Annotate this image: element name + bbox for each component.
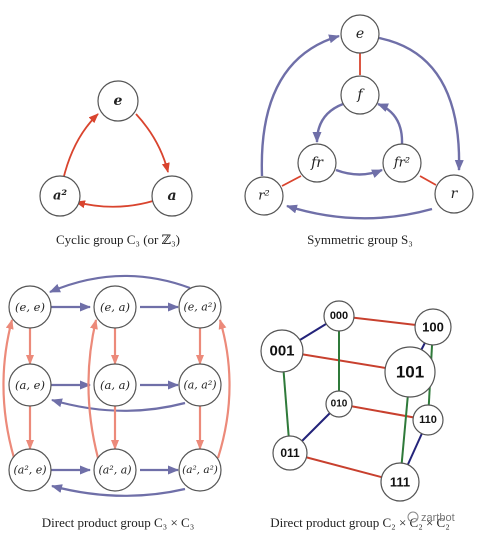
- edge-e-to-r: [378, 36, 464, 171]
- edge-r-to-r2: [286, 204, 433, 220]
- node-ea-label: (e, a): [100, 300, 130, 314]
- node-fr-label: fr: [310, 155, 324, 171]
- node-ae-label: (a, e): [15, 378, 45, 392]
- watermark-text: zartbot: [421, 512, 455, 524]
- edge-a2a2-a2e: [51, 484, 186, 497]
- edge-ea2-ee: [49, 274, 191, 294]
- node-ee-label: (e, e): [15, 300, 45, 314]
- wechat-icon: [407, 511, 419, 523]
- node-aa2: [178, 363, 222, 407]
- node-e: [340, 14, 380, 54]
- node-f-label: f: [356, 87, 365, 103]
- edge-fr2-to-f: [377, 102, 404, 145]
- node-e-label: e: [114, 93, 123, 109]
- node-ea: [93, 285, 137, 329]
- edge-fr-to-fr2: [335, 168, 383, 178]
- node-a2a2: [178, 448, 222, 492]
- node-110: [412, 404, 444, 436]
- node-000: [323, 300, 355, 332]
- node-000-label: 000: [330, 310, 348, 322]
- node-011-label: 011: [280, 446, 300, 460]
- node-r2: [244, 176, 284, 216]
- product33-caption: Direct product group C₃ × C₃: [42, 515, 195, 530]
- node-001: [260, 329, 304, 373]
- node-ea2: [178, 285, 222, 329]
- node-001-label: 001: [269, 343, 294, 360]
- node-a2a2-label: (a², a²): [182, 464, 218, 476]
- node-100: [414, 308, 452, 346]
- product-c3xc3-diagram: (e, e) (e, a) (e, a²) (a, e) (a, a) (a, …: [2, 274, 231, 530]
- edge-a-to-a2: [75, 200, 154, 209]
- node-r-label: r: [451, 186, 459, 202]
- edge-aa2-ae: [51, 398, 186, 412]
- node-a2-label: a²: [53, 189, 67, 204]
- node-010: [325, 390, 353, 418]
- node-111-label: 111: [390, 475, 410, 490]
- node-a2: [39, 175, 81, 217]
- edge-e-to-a: [135, 113, 170, 173]
- node-f: [340, 75, 380, 115]
- node-aa-label: (a, a): [100, 378, 130, 392]
- node-ea2-label: (e, a²): [183, 301, 216, 314]
- node-a: [151, 175, 193, 217]
- node-101-label: 101: [396, 363, 424, 382]
- node-a-label: a: [167, 188, 176, 204]
- node-e-label: e: [356, 26, 364, 42]
- node-101: [384, 346, 436, 398]
- symmetric-caption: Symmetric group S₃: [307, 232, 413, 247]
- node-aa2-label: (a, a²): [183, 379, 216, 392]
- link-fr-r2: [281, 175, 302, 187]
- cube-caption: Direct product group C₂ × C₂ × C₂: [270, 515, 450, 530]
- node-a2a: [93, 448, 137, 492]
- node-111: [380, 462, 420, 502]
- watermark: zartbot: [407, 511, 455, 524]
- node-r2-label: r²: [258, 189, 269, 204]
- node-fr2: [382, 143, 422, 183]
- link-fr2-r: [419, 175, 437, 186]
- edge-f-to-fr: [312, 102, 344, 143]
- node-110-label: 110: [419, 414, 437, 426]
- edge-a2a-ea: [87, 319, 100, 459]
- node-ee: [8, 285, 52, 329]
- symmetric-group-diagram: e f fr fr² r² r Symmetric group S₃: [244, 14, 474, 247]
- node-011: [272, 435, 308, 471]
- node-r: [434, 174, 474, 214]
- node-a2e: [8, 448, 52, 492]
- node-fr2-label: fr²: [393, 156, 410, 171]
- node-e: [97, 80, 139, 122]
- node-a2a-label: (a², a): [98, 464, 131, 477]
- edge-r2-to-e: [260, 34, 340, 177]
- node-010-label: 010: [331, 399, 348, 410]
- node-a2e-label: (a², e): [13, 464, 46, 477]
- edge-a2a2-ea2: [216, 319, 231, 459]
- cyclic-group-diagram: e a a² Cyclic group C₃ (or ℤ₃): [39, 80, 193, 247]
- node-fr: [297, 143, 337, 183]
- node-ae: [8, 363, 52, 407]
- cube-c2xc2xc2-diagram: 000 100 001 101 010 110 011 111 Direct p…: [260, 300, 452, 530]
- cyclic-caption: Cyclic group C₃ (or ℤ₃): [56, 232, 180, 247]
- edge-a2e-ee: [2, 319, 16, 459]
- node-aa: [93, 363, 137, 407]
- node-100-label: 100: [422, 320, 444, 335]
- edge-a2-to-e: [62, 113, 99, 181]
